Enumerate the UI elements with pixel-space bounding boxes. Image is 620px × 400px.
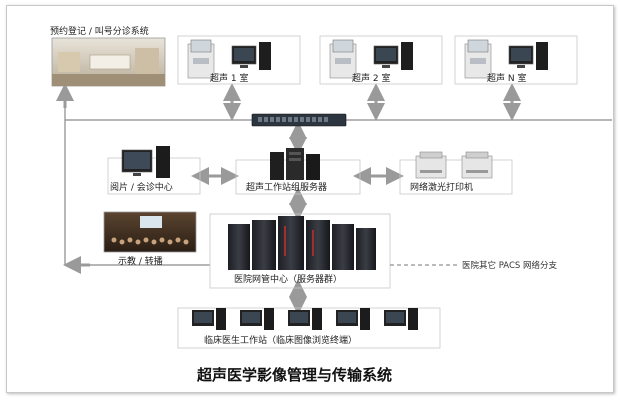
room1-label: 超声 1 室	[210, 72, 248, 84]
arrows	[56, 83, 521, 315]
reading-label: 阅片 / 会诊中心	[110, 181, 173, 193]
ultrasound-room-1: 超声 1 室	[177, 35, 301, 85]
diagram-title: 超声医学影像管理与传输系统	[196, 366, 392, 384]
ultrasound-machine-icon	[329, 39, 357, 79]
server-tower-icon	[270, 148, 320, 180]
computer-workstation-icon	[231, 42, 271, 70]
room2-label: 超声 2 室	[352, 72, 390, 84]
ultrasound-room-2: 超声 2 室	[319, 35, 443, 85]
printer-label: 网络激光打印机	[410, 181, 473, 193]
reading-center-node: 阅片 / 会诊中心	[107, 146, 201, 195]
hospital-center-node: 医院网管中心（服务器群）	[209, 213, 391, 289]
roomN-label: 超声 N 室	[487, 72, 526, 84]
computer-workstation-icon	[373, 42, 413, 70]
clinical-label: 临床医生工作站（临床图像浏览终端）	[204, 334, 357, 346]
computer-workstation-icon	[508, 42, 548, 70]
printer-node: 网络激光打印机	[399, 151, 513, 195]
computer-workstation-icon	[121, 146, 170, 178]
teaching-label: 示教 / 转播	[118, 255, 163, 267]
clinical-terminal-icon	[384, 308, 418, 330]
ultrasound-machine-icon	[464, 39, 492, 79]
clinical-terminal-icon	[288, 308, 322, 330]
ultrasound-room-n: 超声 N 室	[454, 35, 578, 85]
server-node: 超声工作站组服务器	[235, 148, 361, 195]
clinical-node: 临床医生工作站（临床图像浏览终端）	[177, 307, 441, 349]
network-switch-icon	[251, 113, 347, 127]
server-rack-icon	[228, 216, 376, 270]
laser-printer-icon	[461, 151, 493, 179]
teaching-node: 示教 / 转播	[103, 211, 197, 267]
ultrasound-machine-icon	[187, 39, 215, 79]
hospital-center-label: 医院网管中心（服务器群）	[234, 273, 342, 285]
server-label: 超声工作站组服务器	[246, 181, 327, 193]
clinical-terminal-icon	[336, 308, 370, 330]
pacs-branch-node: 医院其它 PACS 网络分支	[390, 260, 557, 271]
clinical-terminal-icon	[240, 308, 274, 330]
pacs-branch-label: 医院其它 PACS 网络分支	[462, 260, 557, 271]
registration-label: 预约登记 / 叫号分诊系统	[50, 25, 149, 37]
registration-node: 预约登记 / 叫号分诊系统	[50, 25, 166, 87]
laser-printer-icon	[415, 151, 447, 179]
clinical-terminal-icon	[192, 308, 226, 330]
